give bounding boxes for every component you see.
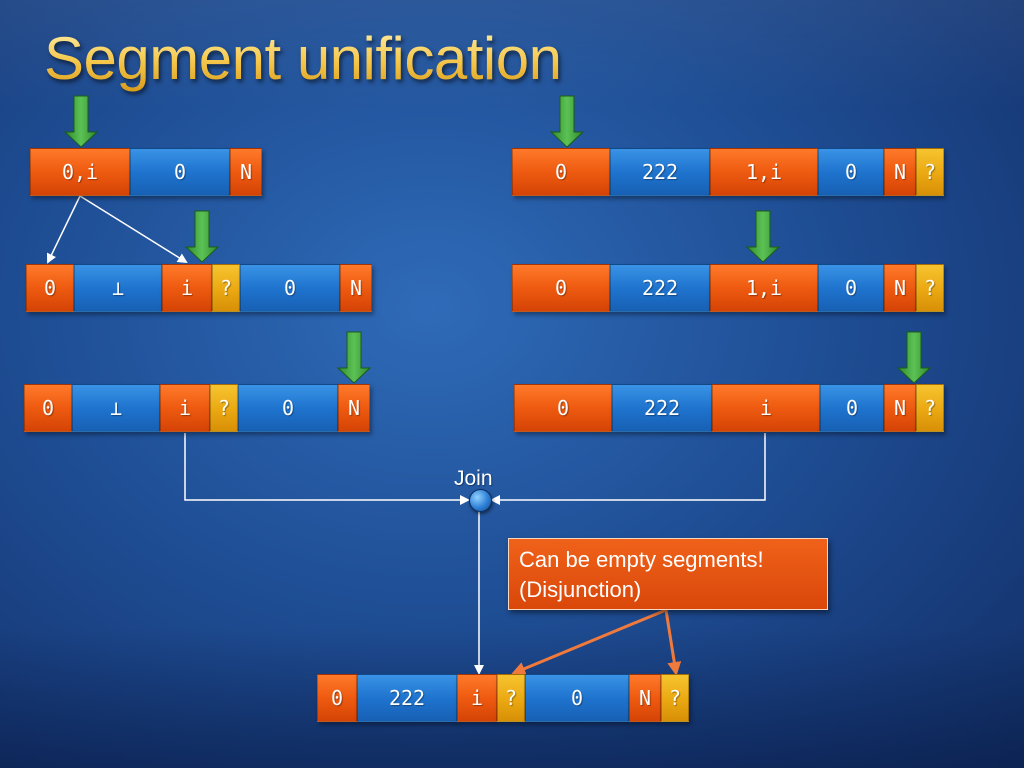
segment-cell: ? [497,674,525,722]
callout-line-2: (Disjunction) [519,577,642,602]
segment-cell: 1,i [710,264,818,312]
segment-cell: N [230,148,262,196]
segment-cell: ? [916,384,944,432]
segment-row-right-3: 0 222 i 0 N ? [514,384,944,432]
segment-cell: 0 [818,264,884,312]
segment-cell: 0 [317,674,357,722]
segment-cell: 0 [512,148,610,196]
position-arrow-left-1-icon [63,95,99,148]
segment-cell: i [712,384,820,432]
segment-cell: 222 [612,384,712,432]
segment-row-left-1: 0,i 0 N [30,148,262,196]
segment-cell: ⊥ [72,384,160,432]
segment-cell: 0 [514,384,612,432]
segment-cell: 0 [130,148,230,196]
slide-title: Segment unification [44,25,562,92]
segment-cell: ? [661,674,689,722]
position-arrow-left-3-icon [336,331,372,384]
segment-cell: 0 [512,264,610,312]
empty-segments-callout: Can be empty segments! (Disjunction) [508,538,828,610]
segment-cell: i [162,264,212,312]
segment-cell: 222 [610,148,710,196]
segment-cell: 0 [818,148,884,196]
segment-row-right-2: 0 222 1,i 0 N ? [512,264,944,312]
callout-line-1: Can be empty segments! [519,547,764,572]
segment-cell: ? [916,148,944,196]
segment-cell: 0 [26,264,74,312]
segment-cell: 0,i [30,148,130,196]
segment-cell: ? [916,264,944,312]
segment-cell: 0 [24,384,72,432]
segment-cell: 0 [240,264,340,312]
join-node-icon [469,489,492,512]
segment-cell: 222 [357,674,457,722]
segment-cell: ? [210,384,238,432]
segment-cell: 1,i [710,148,818,196]
split-arrow-to-first [46,195,81,264]
callout-arrow-to-end [664,609,682,676]
callout-arrow-to-i [511,608,667,676]
segment-cell: N [884,148,916,196]
position-arrow-left-2-icon [184,210,220,263]
segment-cell: 0 [820,384,884,432]
segment-cell: 0 [238,384,338,432]
join-line-left [184,433,470,505]
segment-cell: ? [212,264,240,312]
split-arrow-to-second [79,195,188,264]
position-arrow-right-3-icon [896,331,932,384]
segment-cell: 0 [525,674,629,722]
segment-cell: N [340,264,372,312]
segment-cell: N [338,384,370,432]
join-label: Join [454,467,493,490]
segment-cell: 222 [610,264,710,312]
segment-row-left-3: 0 ⊥ i ? 0 N [24,384,370,432]
segment-cell: N [884,264,916,312]
position-arrow-right-2-icon [745,210,781,263]
segment-cell: ⊥ [74,264,162,312]
join-line-right [490,433,766,505]
segment-row-left-2: 0 ⊥ i ? 0 N [26,264,372,312]
segment-cell: N [884,384,916,432]
position-arrow-right-1-icon [549,95,585,148]
segment-row-result: 0 222 i ? 0 N ? [317,674,689,722]
segment-row-right-1: 0 222 1,i 0 N ? [512,148,944,196]
segment-cell: N [629,674,661,722]
segment-cell: i [457,674,497,722]
segment-cell: i [160,384,210,432]
